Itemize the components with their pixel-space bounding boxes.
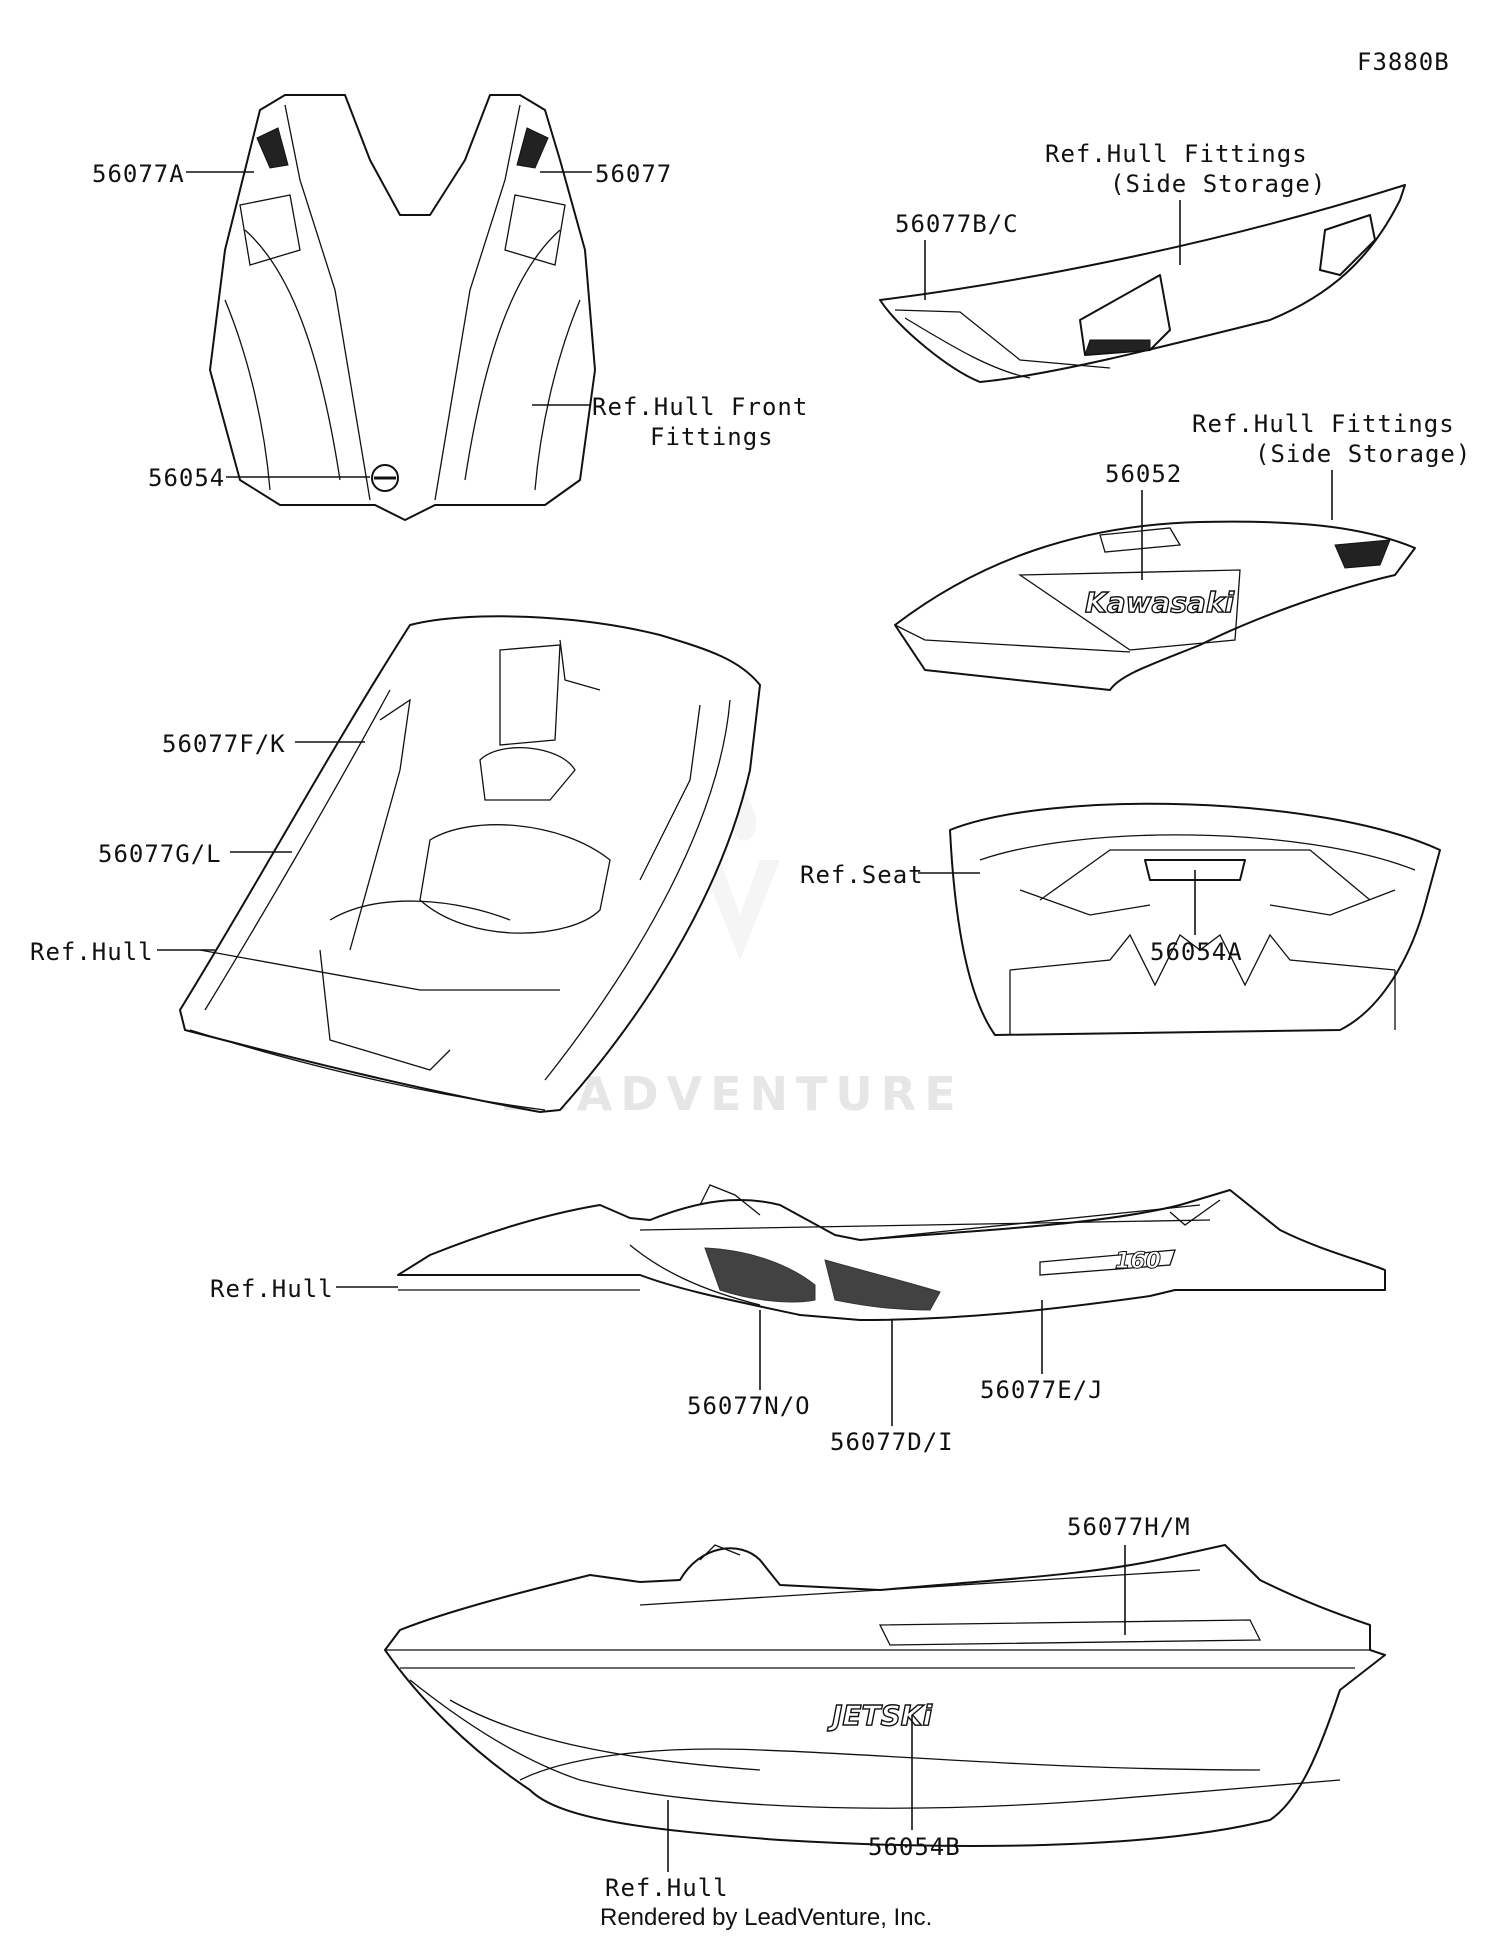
callout-ref-hull-front-line1: Ref.Hull Front [592, 393, 808, 421]
callout-56077g-l: 56077G/L [98, 840, 222, 868]
callout-ref-side-storage-2-line1: Ref.Hull Fittings [1192, 410, 1455, 438]
ultra-160-logo: 160 [1115, 1249, 1161, 1274]
callout-56077h-m: 56077H/M [1067, 1513, 1191, 1541]
callout-56077: 56077 [595, 160, 672, 188]
callout-56077d-i: 56077D/I [830, 1428, 954, 1456]
front-emblem-56054 [371, 464, 399, 492]
callout-56054a: 56054A [1150, 938, 1243, 966]
storage-cover-part [894, 520, 1416, 691]
figure-code: F3880B [1357, 48, 1450, 76]
hull-side-part [397, 1184, 1386, 1321]
callout-ref-hull-front-line2: Fittings [650, 423, 774, 451]
kawasaki-logo: Kawasaki [1085, 586, 1235, 619]
deck-top-view-part [179, 615, 761, 1113]
callout-ref-hull-deck: Ref.Hull [30, 938, 154, 966]
callout-56054b: 56054B [868, 1833, 961, 1861]
jetski-logo: JETSKi [827, 1699, 933, 1732]
callout-ref-side-storage-1-line2: (Side Storage) [1110, 170, 1326, 198]
callout-ref-hull-bottom: Ref.Hull [605, 1874, 729, 1902]
callout-ref-hull-side: Ref.Hull [210, 1275, 334, 1303]
callout-56052: 56052 [1105, 460, 1182, 488]
callout-56077n-o: 56077N/O [687, 1392, 811, 1420]
full-boat-side-part [384, 1544, 1386, 1847]
side-storage-lid-part [879, 184, 1406, 383]
callout-56077b-c: 56077B/C [895, 210, 1019, 238]
callout-ref-side-storage-2-line2: (Side Storage) [1255, 440, 1471, 468]
footer-credit: Rendered by LeadVenture, Inc. [600, 1904, 932, 1931]
callout-56077f-k: 56077F/K [162, 730, 286, 758]
callout-ref-seat: Ref.Seat [800, 861, 924, 889]
callout-56077e-j: 56077E/J [980, 1376, 1104, 1404]
callout-56054: 56054 [148, 464, 225, 492]
callout-56077a: 56077A [92, 160, 185, 188]
callout-ref-side-storage-1-line1: Ref.Hull Fittings [1045, 140, 1308, 168]
front-cover-part [209, 94, 596, 521]
